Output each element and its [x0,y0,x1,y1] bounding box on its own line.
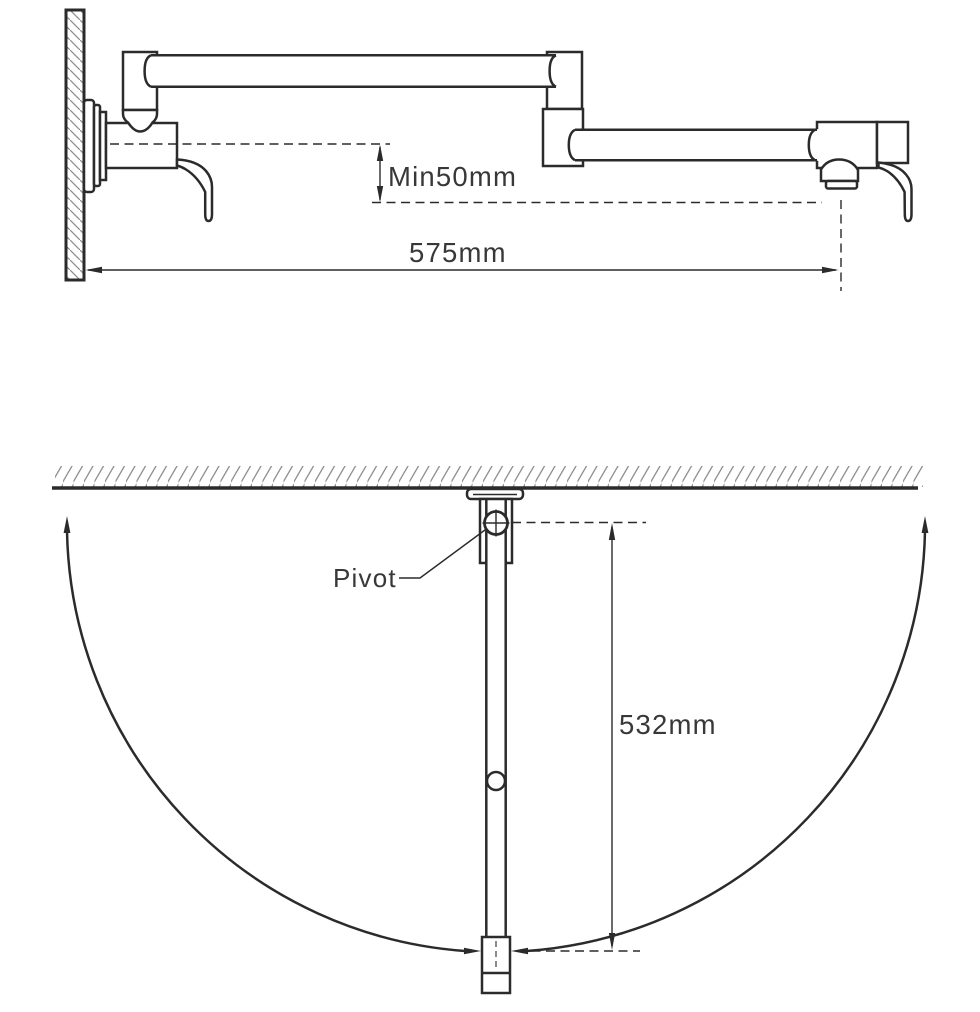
wall-section [64,8,86,282]
side-view: Min50mm 575mm [64,8,913,291]
spout-lever [877,161,913,223]
swing-arc-right [526,530,927,953]
arrowhead-down-icon [376,186,384,203]
wall-hatch-band [55,466,923,487]
arrowhead-up-icon [376,144,384,161]
tube1-joint-patch-left [144,54,159,88]
plan-view: Pivot 532mm [52,466,929,995]
spout-outlet-lip [824,179,859,190]
tube2-cap-right [807,128,816,162]
tube1-cap-left [143,54,152,88]
arm-fill [486,560,506,937]
pivot-callout: Pivot [333,527,488,593]
pivot-label: Pivot [333,563,397,593]
dim-swing-depth: 532mm [608,523,717,950]
tube2-joint-patch-right [808,129,819,161]
dim-reach-label: 575mm [409,237,507,268]
arrowhead-up-icon [608,523,616,540]
spout-outlet-dome [819,158,860,183]
riser-neck [121,108,159,133]
dim-min-clearance-label: Min50mm [388,161,517,192]
arm-joint-circle [485,770,507,792]
arrowhead-left-icon [85,266,102,274]
tube2-cap-left [567,128,576,162]
arc-arrowhead-right-up-icon [921,516,929,533]
valve-lever [175,158,214,223]
dim-swing-depth-label: 532mm [619,709,717,740]
arrowhead-down-icon [608,933,616,950]
spout-handle-base [875,120,910,165]
pivot-leader-line [399,527,488,579]
arrowhead-right-icon [822,266,839,274]
dim-min-clearance: Min50mm [376,144,517,203]
tube2-joint-patch-left [568,129,585,161]
flange-plate [82,98,96,194]
dim-reach: 575mm [85,237,839,274]
swing-arc-left [65,530,466,953]
arc-arrowhead-at-nozzle-left-icon [464,947,481,955]
tube1-joint-patch-right [545,54,557,88]
arc-arrowhead-left-up-icon [63,516,71,533]
tube1-cap-right [548,54,557,88]
